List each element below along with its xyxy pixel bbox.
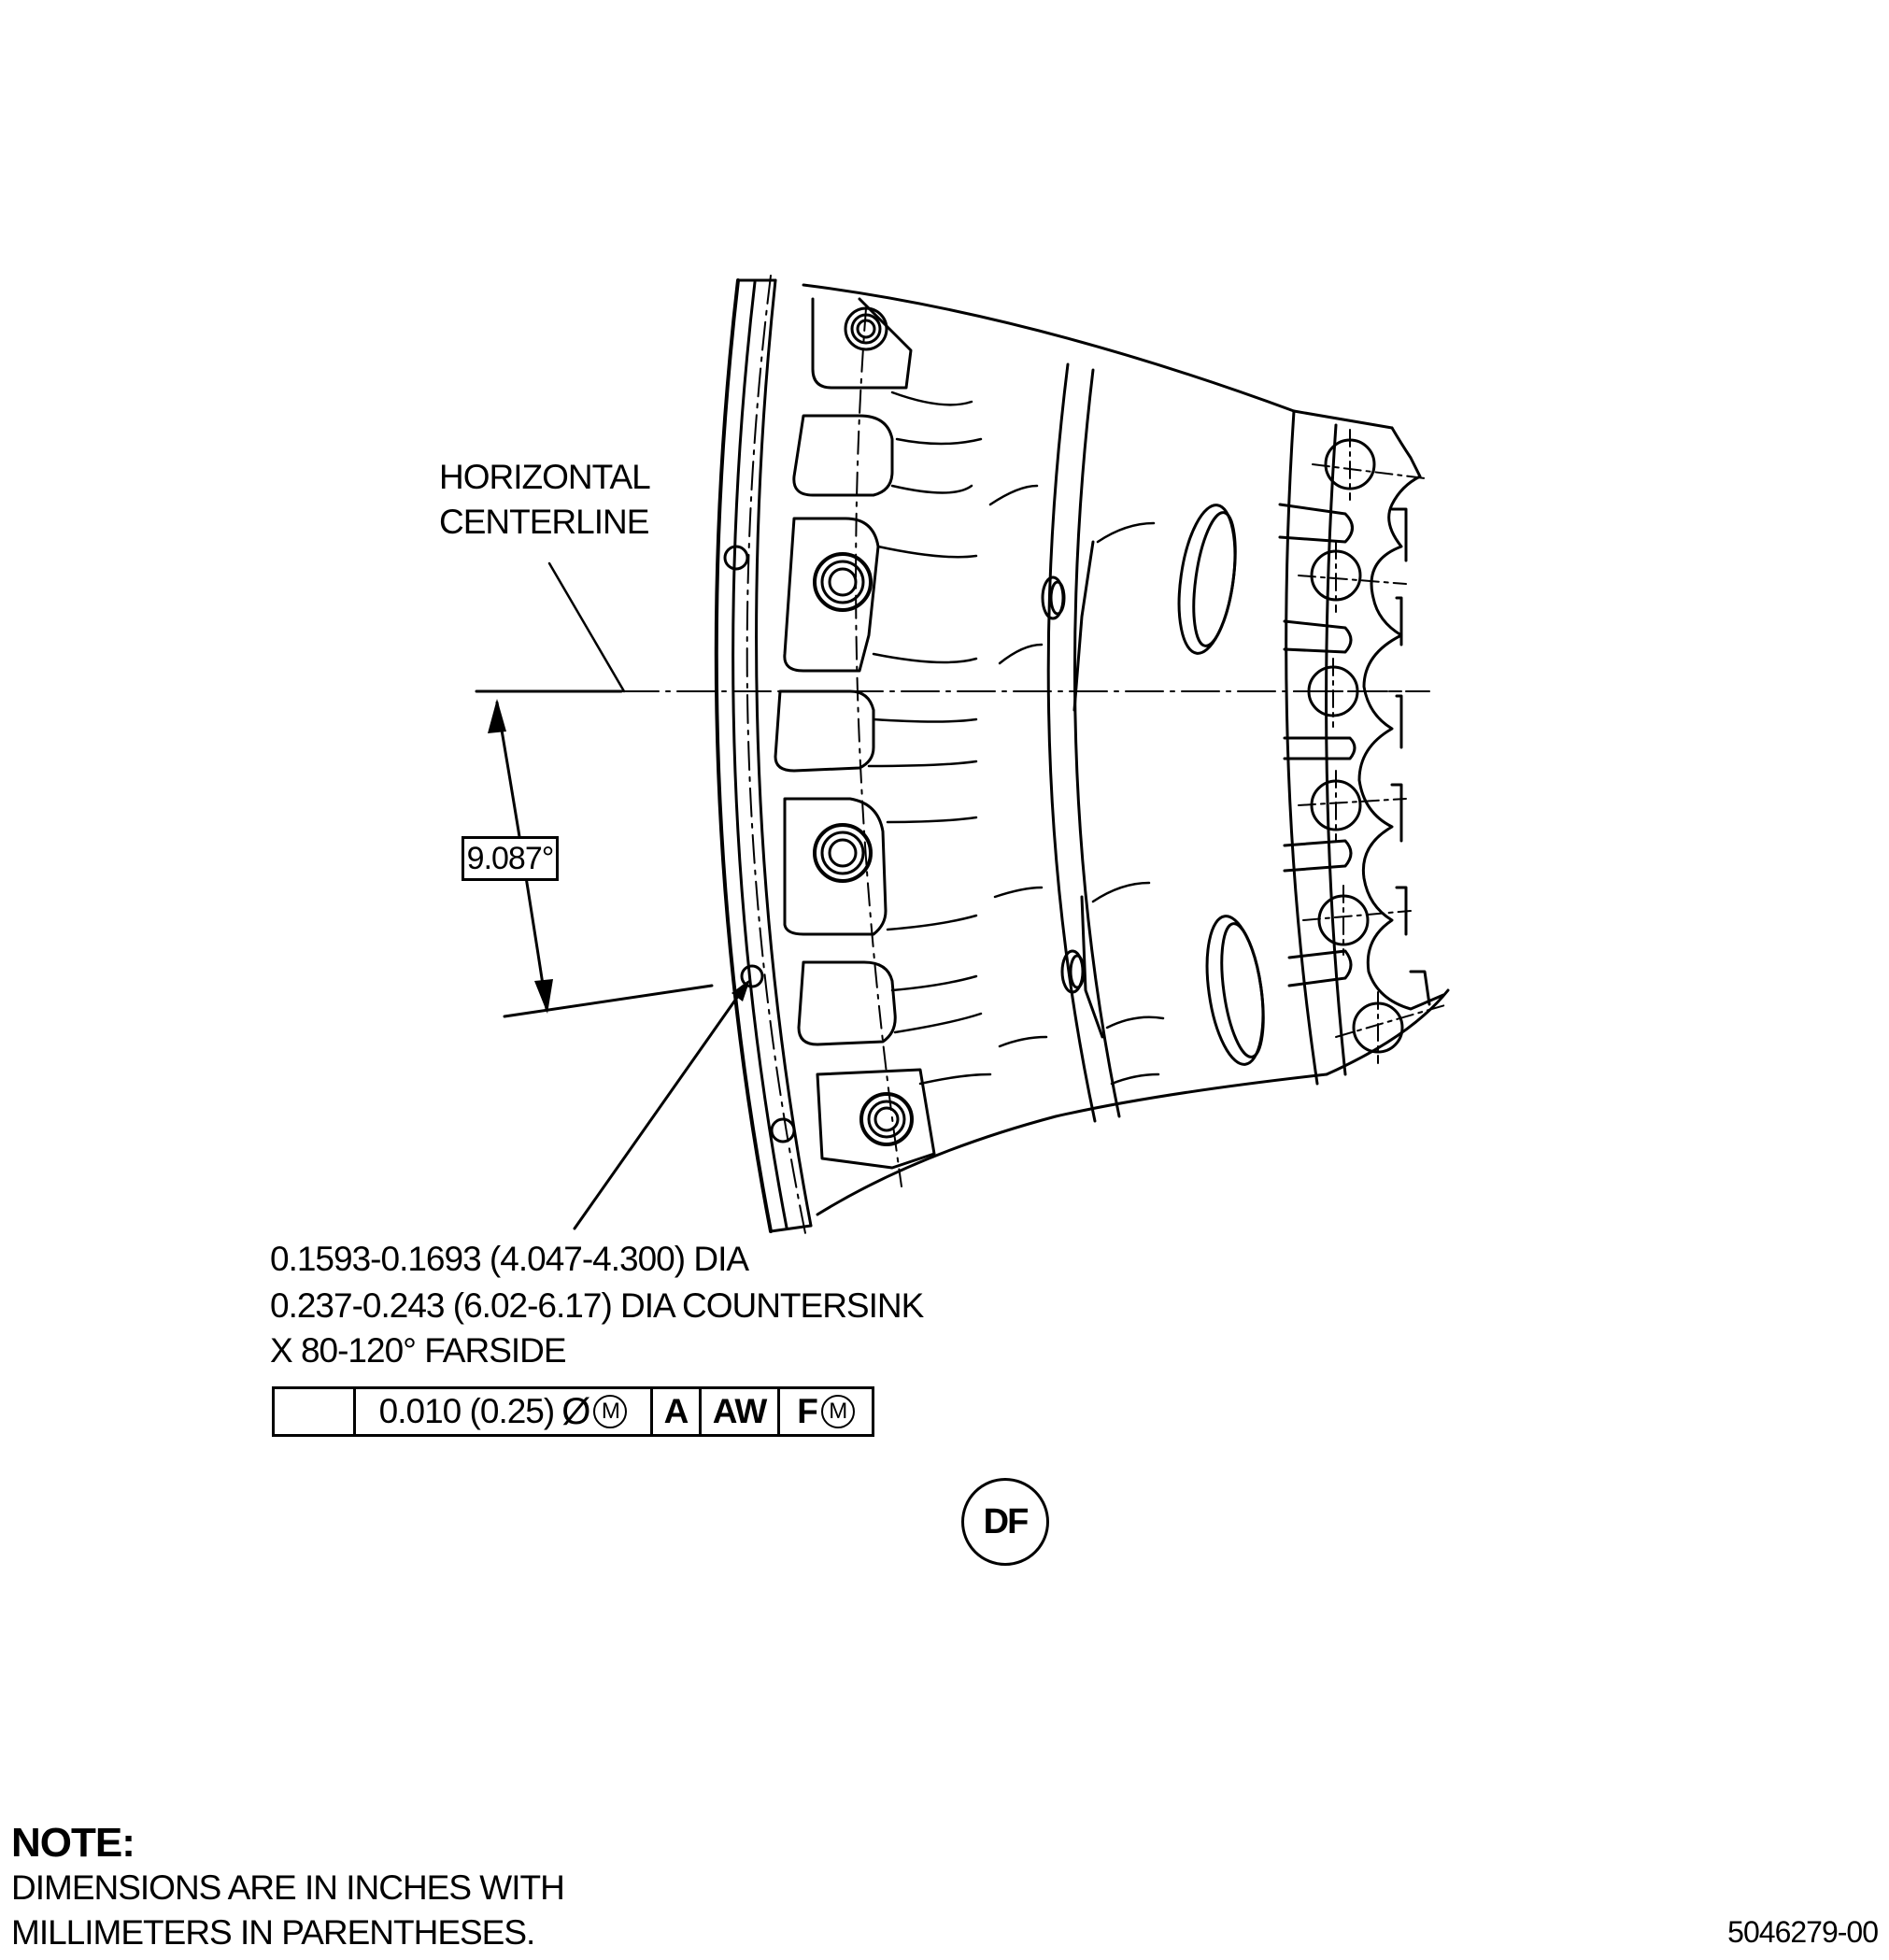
horizontal-centerline-label-2: CENTERLINE (439, 503, 649, 541)
flange-slots (1041, 575, 1086, 994)
angle-dimension-value: 9.087° (466, 840, 555, 876)
callout-line-2: 0.237-0.243 (6.02-6.17) DIA COUNTERSINK (270, 1286, 924, 1325)
inner-flange (1046, 362, 1121, 1123)
note-heading: NOTE: (11, 1820, 135, 1866)
pocket-fasteners (813, 306, 914, 1146)
right-slots (1278, 503, 1356, 987)
view-bubble: DF (961, 1478, 1049, 1566)
angle-arrow-top (488, 699, 506, 733)
angle-reference-line (503, 984, 714, 1018)
fcf-datum-aw: AW (702, 1389, 780, 1434)
oval-windows (1177, 504, 1265, 1066)
note-line-1: DIMENSIONS ARE IN INCHES WITH (11, 1868, 565, 1907)
ring-outer-edges (714, 278, 813, 1233)
horizontal-centerline-label-1: HORIZONTAL (439, 458, 651, 496)
small-holes (723, 545, 796, 1143)
note-line-2: MILLIMETERS IN PARENTHESES. (11, 1913, 535, 1952)
fcf-tolerance: 0.010 (0.25) (378, 1392, 556, 1430)
callout-line-3: X 80-120° FARSIDE (270, 1331, 567, 1370)
mmc-modifier-icon: M (593, 1395, 628, 1428)
edge-hole-centerlines (1293, 429, 1449, 1064)
fcf-datum-f-cell: F M (780, 1389, 872, 1434)
ribs (867, 391, 1165, 1086)
bolt-circle-centerline (746, 275, 806, 1234)
callout-line-1: 0.1593-0.1693 (4.047-4.300) DIA (270, 1240, 749, 1278)
fastener-centerline (855, 307, 902, 1187)
view-bubble-label: DF (983, 1501, 1030, 1541)
segment-outline (802, 283, 1450, 1216)
fcf-tolerance-cell: 0.010 (0.25) Ø M (356, 1389, 653, 1434)
fcf-datum-a: A (653, 1389, 702, 1434)
angle-arrow-bottom (534, 979, 553, 1014)
callout-leader (573, 981, 749, 1230)
document-number: 5046279-00 (1727, 1915, 1879, 1949)
callout-arrow (731, 979, 750, 1001)
datum-f-mmc-icon: M (820, 1395, 855, 1428)
diameter-symbol: Ø (561, 1390, 590, 1432)
fcf-position-cell (275, 1389, 356, 1434)
feature-control-frame: 0.010 (0.25) Ø M A AW F M (272, 1386, 874, 1437)
pockets (774, 297, 936, 1170)
angle-dimension-box: 9.087° (462, 836, 559, 881)
scalloped-edge (1285, 409, 1445, 1086)
fcf-datum-f: F (797, 1392, 818, 1430)
centerline-label-leader (547, 561, 626, 693)
